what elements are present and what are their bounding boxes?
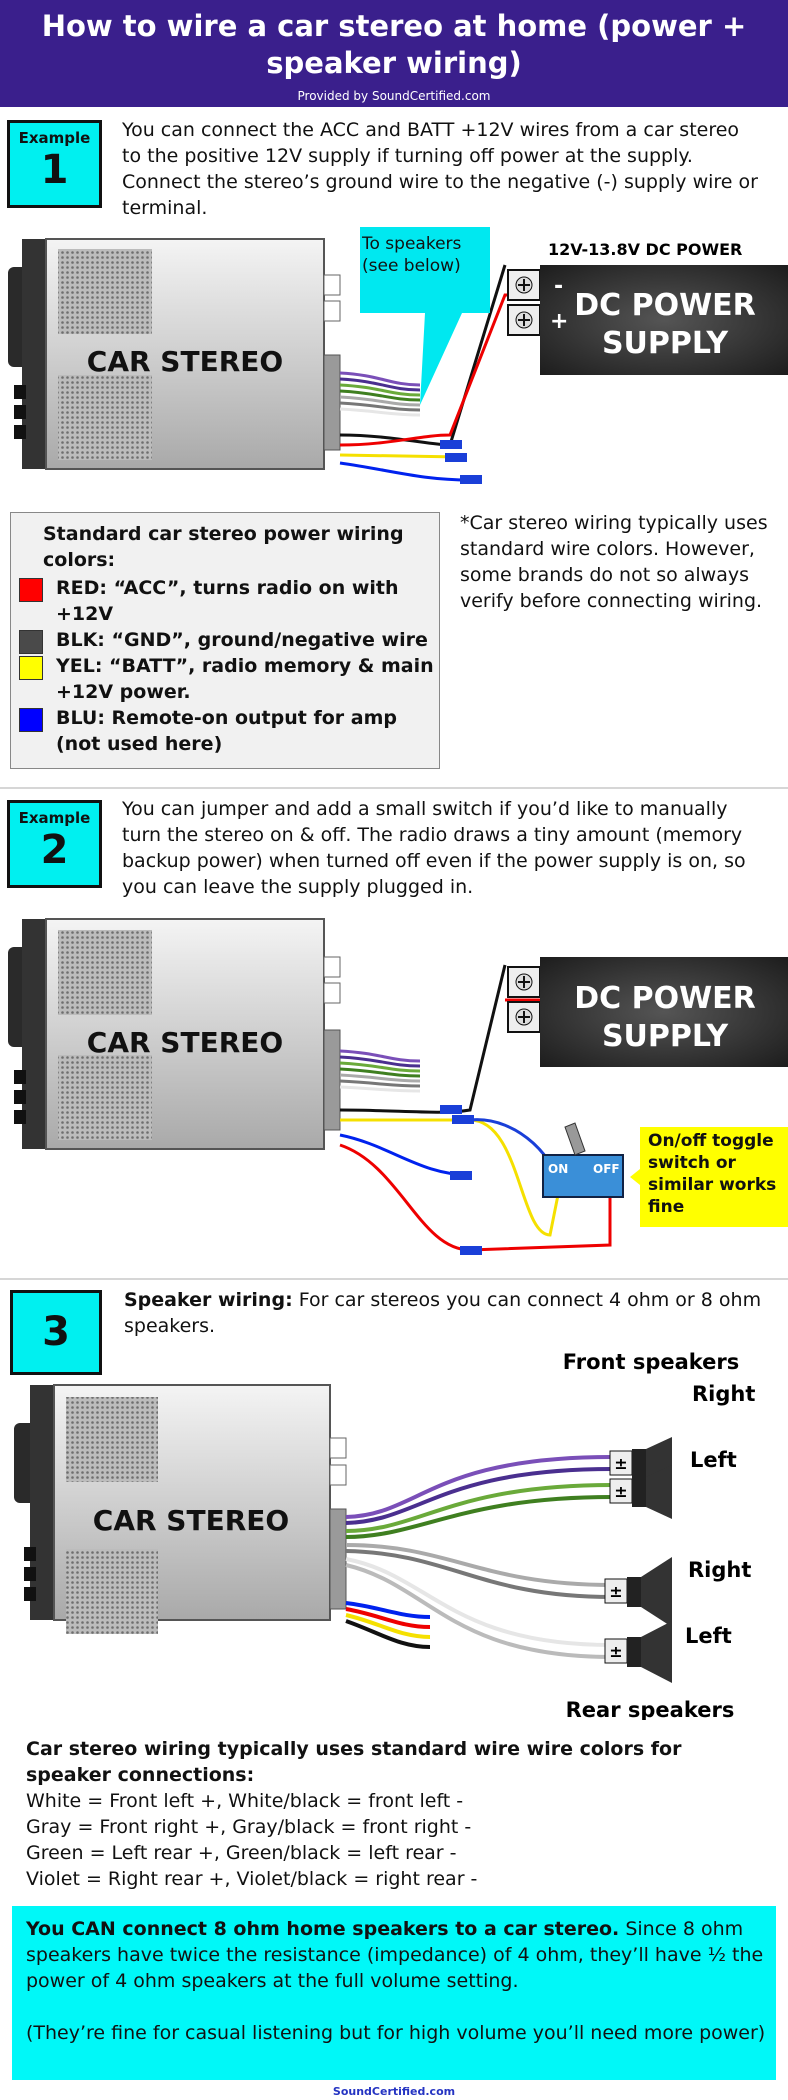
power-wires [345,1601,431,1649]
example-number: 1 [40,147,69,193]
remote-wire [339,461,471,482]
impedance-info-box: You CAN connect 8 ohm home speakers to a… [12,1906,776,2080]
example-1-text: You can connect the ACC and BATT +12V wi… [122,119,758,219]
svg-text:DC POWER: DC POWER [574,288,756,323]
svg-text:SUPPLY: SUPPLY [602,1019,729,1054]
dc-power-supply [540,957,788,1067]
svg-text:OFF: OFF [593,1162,620,1176]
svg-text:±: ± [609,1642,622,1661]
left-top-label: Left [690,1448,737,1472]
svg-text:+: + [550,309,568,334]
wire-color-legend: Standard car stereo power wiring colors:… [10,512,440,769]
example-1-diagram: CAR STEREO To speakers (see below) 12V-1… [8,227,788,484]
butt-connector [460,475,482,484]
svg-text:±: ± [614,1454,627,1473]
example-3-diagram: Front speakers CAR STEREO ± Right ± Left… [14,1350,755,1720]
legend-item-black: BLK: “GND”, ground/negative wire [56,629,428,651]
svg-text:DC POWER: DC POWER [574,981,756,1016]
stereo-label: CAR STEREO [87,345,283,378]
stereo-label: CAR STEREO [87,1026,283,1059]
impedance-detail: Since 8 ohm speakers have twice the resi… [26,1918,764,1992]
butt-connector [445,453,467,462]
stereo-label: CAR STEREO [93,1504,289,1537]
legend-item-yellow: YEL: “BATT”, radio memory & main +12V po… [56,655,434,703]
legend-item-red: RED: “ACC”, turns radio on with +12V [56,577,399,625]
speaker-wire-bundle [339,371,421,417]
example-3-badge: 3 [10,1290,102,1375]
speaker-wiring-label: Speaker wiring: [124,1289,293,1311]
example-number: 2 [40,827,69,873]
to-speakers-callout [360,227,490,405]
toggle-lever [564,1122,586,1156]
right-top-label: Right [692,1382,755,1406]
right-bottom-label: Right [688,1558,751,1582]
svg-text:±: ± [614,1482,627,1501]
example-2-badge: Example 2 [7,800,102,888]
example-2-diagram: CAR STEREO ON OFF DC POWER SUPPLY On/off… [8,918,788,1255]
toggle-switch [542,1154,624,1198]
example-3-text: Speaker wiring: For car stereos you can … [124,1287,764,1339]
yellow-swatch [19,656,43,680]
impedance-bold: You CAN connect 8 ohm home speakers to a… [26,1918,620,1940]
svg-text:SUPPLY: SUPPLY [602,326,729,361]
vent-grille [58,249,152,334]
wire-color-line: Violet = Right rear +, Violet/black = ri… [26,1868,478,1890]
red-swatch [19,578,43,602]
page-header: How to wire a car stereo at home (power … [0,0,788,107]
svg-text:-: - [554,274,563,299]
svg-text:±: ± [609,1582,622,1601]
butt-connector [440,440,462,449]
callout-text: To speakers (see below) [362,234,462,276]
impedance-note: (They’re fine for casual listening but f… [26,2022,766,2044]
front-speakers-label: Front speakers [563,1350,740,1374]
toggle-note-box [630,1127,788,1227]
gnd-wire [339,964,507,1114]
section-divider [0,1278,788,1280]
wire-color-line: White = Front left +, White/black = fron… [26,1790,464,1812]
black-swatch [19,630,43,654]
example-label: Example [18,809,91,827]
footer-link[interactable]: SoundCertified.com [332,2085,456,2098]
dc-power-supply [540,265,788,375]
blue-swatch [19,708,43,732]
speaker-rear-right: ± [604,1557,672,1627]
example-label: Example [18,129,91,147]
wire-color-line: Green = Left rear +, Green/black = left … [26,1842,457,1864]
example-number: 3 [42,1309,70,1355]
impedance-text: You CAN connect 8 ohm home speakers to a… [26,1916,766,1994]
legend-title: Standard car stereo power wiring colors: [43,523,404,571]
speaker-rear-left: ± [604,1621,672,1683]
legend-item-blue: BLU: Remote-on output for amp (not used … [56,707,397,755]
toggle-note: On/off toggle switch or similar works fi… [648,1131,777,1217]
batt-wire [339,453,461,459]
acc-wire [339,293,512,447]
rear-speakers-label: Rear speakers [566,1698,735,1720]
wire-color-line: Gray = Front right +, Gray/black = front… [26,1816,472,1838]
section-divider [0,787,788,789]
svg-text:ON: ON [548,1162,568,1176]
wire-colors-intro: Car stereo wiring typically uses standar… [26,1738,682,1786]
speaker-wires [345,1455,613,1659]
speaker-wiring-text: For car stereos you can connect 4 ohm or… [124,1289,762,1337]
page-title: How to wire a car stereo at home (power … [41,9,747,80]
wiring-note: *Car stereo wiring typically uses standa… [460,512,768,612]
example-1-badge: Example 1 [7,120,102,208]
vent-grille [58,375,152,460]
left-bottom-label: Left [685,1624,732,1648]
power-label: 12V-13.8V DC POWER [548,240,742,259]
example-2-text: You can jumper and add a small switch if… [122,798,746,898]
provided-by: Provided by SoundCertified.com [297,89,491,103]
speaker-front-left: ± [609,1465,672,1519]
